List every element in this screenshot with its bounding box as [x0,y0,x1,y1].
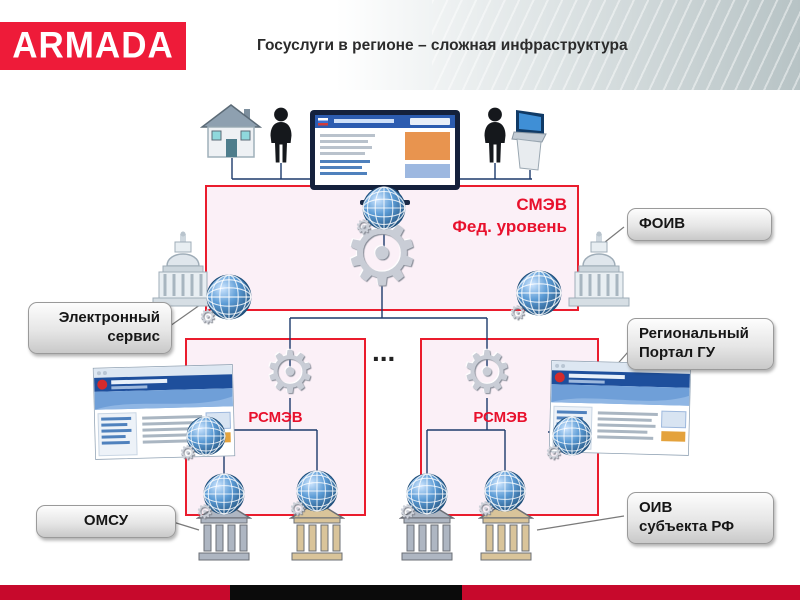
citizen-icon-right [480,107,510,164]
ellipsis-more-nodes: ... [372,336,396,367]
mini-gear-icon: ⚙ [477,498,495,520]
globe-icon-top: ⚙ [355,186,406,237]
tag-omsu: ОМСУ [36,505,176,538]
capitol-right-icon [563,226,635,308]
footer-bar [0,585,800,600]
mini-gear-icon: ⚙ [199,306,217,328]
globe-icon-bottom-left-1: ⚙ [196,473,245,522]
mini-gear-icon: ⚙ [179,442,197,464]
citizen-icon-left [266,107,296,164]
mini-gear-icon: ⚙ [289,498,307,520]
tag-regional-portal: Региональный Портал ГУ [627,318,774,370]
tag-foiv: ФОИВ [627,208,772,241]
gear-icon-rsmev-left: ⚙ [264,338,316,406]
header: ARMADA Госуслуги в регионе – сложная инф… [0,0,800,90]
mini-gear-icon: ⚙ [545,442,563,464]
armada-logo-text: ARMADA [12,25,174,66]
rsmev-left-label: РСМЭВ [248,409,303,426]
mini-gear-icon: ⚙ [196,501,214,523]
globe-icon-site-left: ⚙ [179,416,226,463]
header-texture [432,0,800,90]
globe-icon-left-edge: ⚙ [199,274,252,327]
mini-gear-icon: ⚙ [399,501,417,523]
tag-oiv-subject: ОИВ субъекта РФ [627,492,774,544]
gear-icon-rsmev-right: ⚙ [461,338,513,406]
globe-icon-right-edge: ⚙ [509,270,562,323]
globe-icon-site-right: ⚙ [545,416,592,463]
footer-bar-black-segment [230,585,462,600]
smev-label: СМЭВ Фед. уровень [452,195,567,237]
globe-icon-bottom-right-1: ⚙ [399,473,448,522]
mini-gear-icon: ⚙ [355,216,373,238]
house-icon [200,103,262,159]
tag-electronic-service: Электронный сервис [28,302,172,354]
rsmev-right-label: РСМЭВ [473,409,528,426]
mini-gear-icon: ⚙ [509,302,527,324]
kiosk-icon [508,108,552,172]
globe-icon-bottom-left-2: ⚙ [289,470,338,519]
slide-title: Госуслуги в регионе – сложная инфраструк… [257,37,628,54]
armada-logo: ARMADA [0,22,186,70]
globe-icon-bottom-right-2: ⚙ [477,470,526,519]
